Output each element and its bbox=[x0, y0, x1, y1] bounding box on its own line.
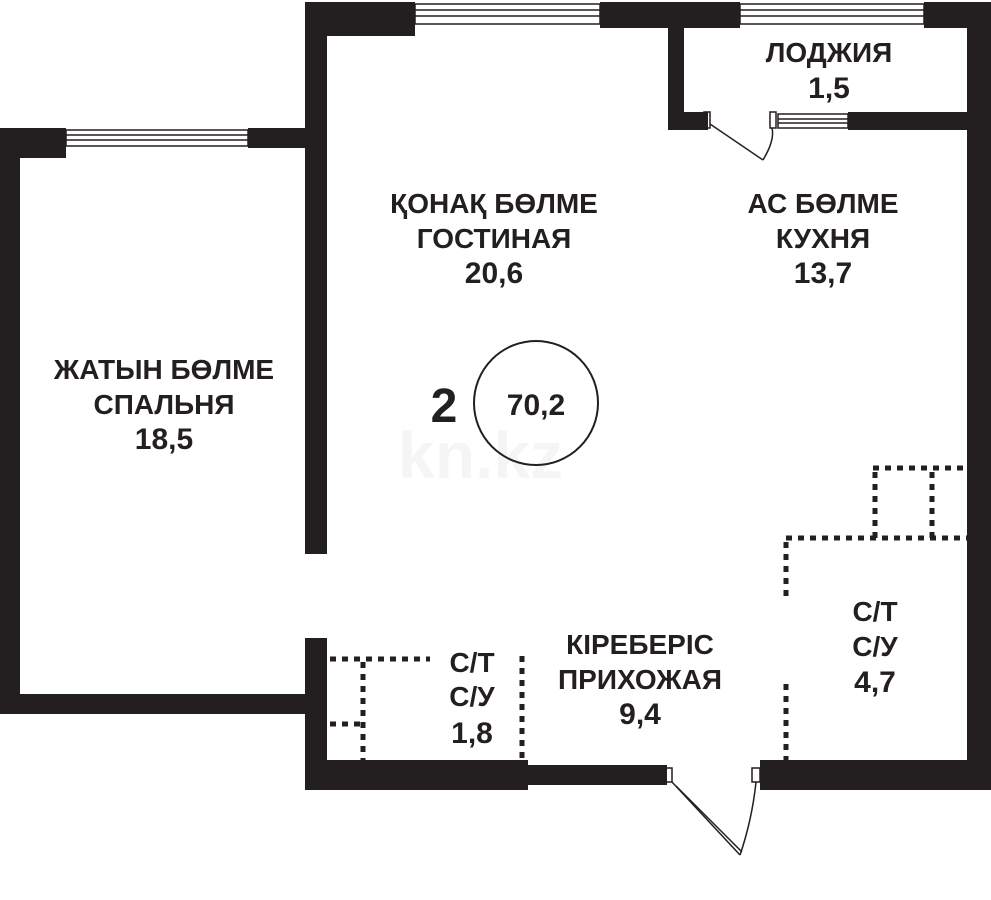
bedroom-area: 18,5 bbox=[135, 423, 193, 456]
loggia-title: ЛОДЖИЯ bbox=[766, 37, 893, 68]
bedroom-title-ru: СПАЛЬНЯ bbox=[93, 389, 234, 420]
walls bbox=[0, 2, 991, 790]
bath-small-title-ru: С/У bbox=[449, 681, 495, 712]
bedroom-title-kz: ЖАТЫН БӨЛМЕ bbox=[53, 354, 274, 385]
window-kitchen-loggia bbox=[777, 113, 849, 129]
bath-large-area: 4,7 bbox=[854, 666, 896, 699]
bath-large-title-kz: С/Т bbox=[852, 596, 897, 627]
doors bbox=[663, 111, 777, 856]
windows bbox=[65, 3, 925, 147]
loggia-door bbox=[703, 111, 777, 161]
kitchen-area: 13,7 bbox=[794, 257, 852, 290]
entrance-door bbox=[663, 767, 761, 856]
total-area-circle bbox=[473, 340, 599, 466]
kitchen-title-kz: АС БӨЛМЕ bbox=[747, 188, 898, 219]
hall-title-kz: КІРЕБЕРІС bbox=[566, 629, 714, 660]
living-area: 20,6 bbox=[465, 257, 523, 290]
kitchen-title-ru: КУХНЯ bbox=[776, 223, 870, 254]
window-living bbox=[414, 3, 601, 25]
room-labels: ЛОДЖИЯ 1,5 ҚОНАҚ БӨЛМЕ ГОСТИНАЯ 20,6 АС … bbox=[53, 37, 899, 750]
living-title-kz: ҚОНАҚ БӨЛМЕ bbox=[390, 188, 598, 219]
total-area: 70,2 bbox=[507, 389, 565, 422]
hall-title-ru: ПРИХОЖАЯ bbox=[558, 664, 722, 695]
rooms-count: 2 bbox=[431, 380, 458, 433]
living-title-ru: ГОСТИНАЯ bbox=[417, 223, 572, 254]
hall-area: 9,4 bbox=[619, 698, 661, 731]
partitions bbox=[330, 465, 967, 760]
bath-large-title-ru: С/У bbox=[852, 631, 898, 662]
window-loggia bbox=[739, 3, 925, 25]
window-bedroom bbox=[65, 129, 249, 147]
loggia-area: 1,5 bbox=[808, 72, 850, 105]
bath-small-area: 1,8 bbox=[451, 717, 493, 750]
bath-small-title-kz: С/Т bbox=[449, 647, 494, 678]
